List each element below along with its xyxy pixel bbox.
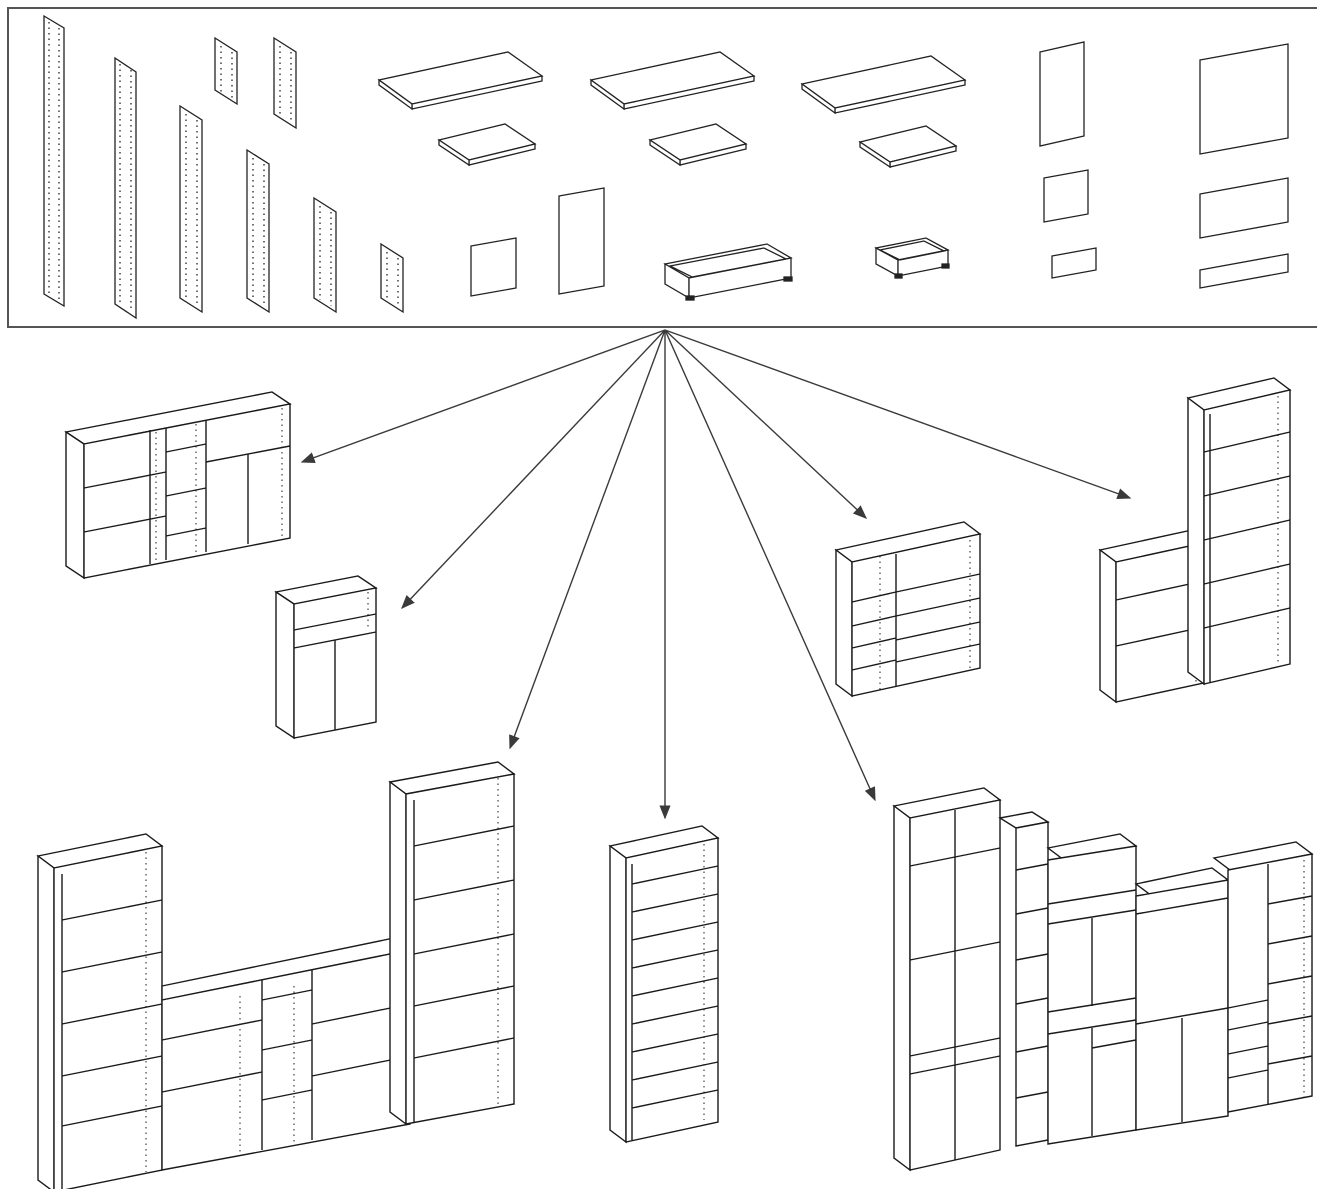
parts-panel (7, 7, 1317, 328)
tall-bookcase (608, 825, 720, 1144)
side-panel-short (380, 242, 404, 314)
back-panel-small (1043, 169, 1089, 223)
parts-panel-frame (7, 7, 1317, 328)
arrows (300, 329, 1132, 820)
side-panel-medium (246, 148, 270, 314)
drawers (663, 237, 950, 301)
side-panel-short (313, 196, 337, 314)
arrow-to-cabinet (401, 329, 666, 610)
side-panel-short (273, 36, 297, 130)
shelf-board-small (858, 125, 958, 169)
arrow-to-wall-unit (664, 329, 876, 802)
back-panel-wide (1199, 177, 1289, 239)
cabinet-with-doors (274, 575, 378, 740)
u-shaped-bookcase-wall (36, 761, 516, 1189)
drawer-unit (834, 521, 982, 698)
shelf-board-small (437, 123, 537, 167)
back-panel-tall (1039, 41, 1085, 147)
back-panels (1039, 41, 1289, 289)
shelf-board-wide (589, 51, 756, 111)
door-panel-square (470, 237, 517, 297)
arrow-to-step-bookcase (664, 329, 1132, 499)
assemblies (36, 377, 1314, 1189)
side-panels (43, 14, 404, 320)
arrow-to-sideboard (300, 329, 666, 463)
shelf-boards (377, 51, 967, 169)
arrow-to-drawer-unit (664, 329, 868, 519)
shelf-board-small (648, 123, 748, 167)
back-panel-strip (1051, 247, 1097, 279)
sideboard-with-doors (64, 391, 292, 580)
door-panel-tall (558, 187, 605, 295)
drawer-wide (663, 243, 793, 301)
arrow-to-u-bookcase (509, 329, 666, 750)
side-panel-tall (114, 56, 137, 320)
wall-unit-with-doors (892, 787, 1314, 1172)
side-panel-medium (179, 104, 203, 314)
side-panel-short (214, 36, 238, 106)
back-panel-strip-long (1199, 253, 1289, 289)
shelf-board-wide (377, 51, 544, 111)
side-panel-tall (43, 14, 65, 308)
door-panels (470, 187, 605, 297)
shelf-board-wide (800, 55, 967, 115)
step-bookcase (1098, 377, 1292, 704)
back-panel-large (1199, 43, 1289, 155)
drawer-small (874, 237, 950, 279)
